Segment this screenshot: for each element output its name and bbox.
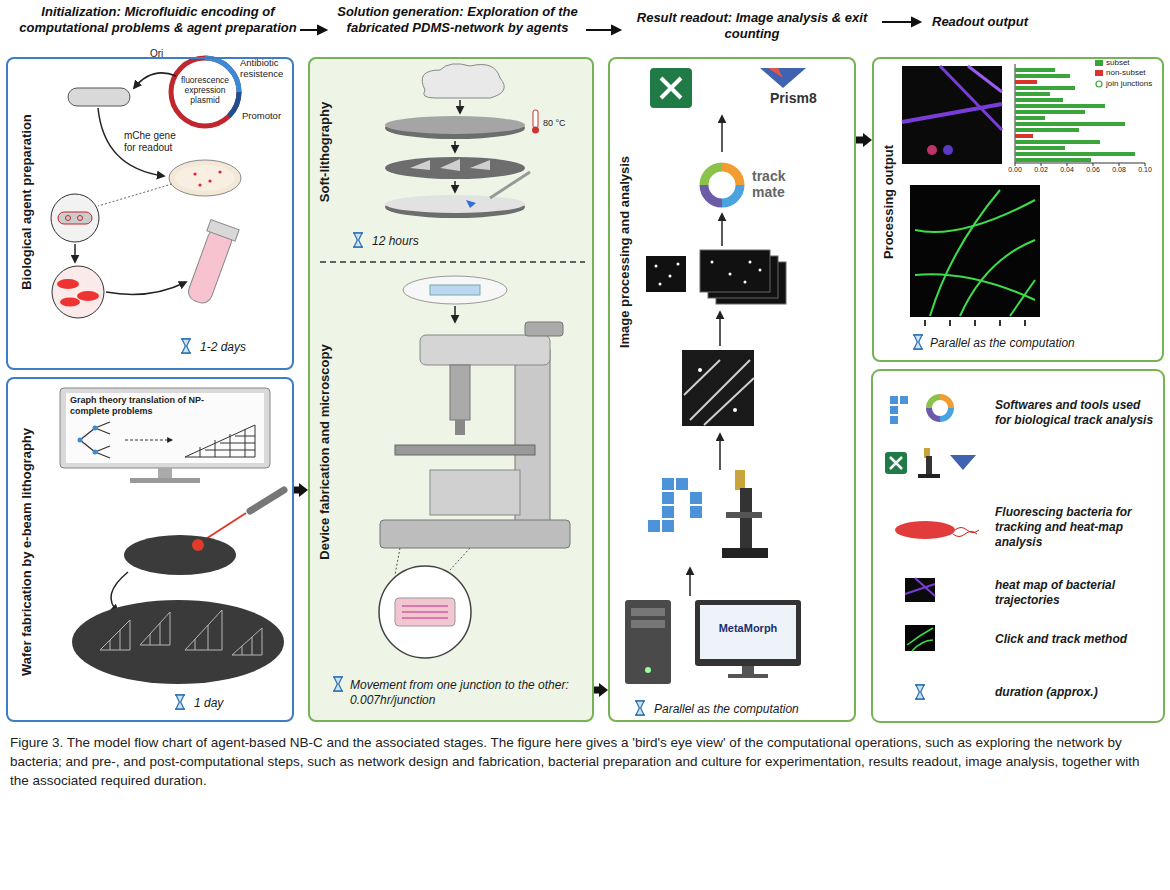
software-logo: track mate [752, 168, 804, 200]
legend-swatch [1095, 70, 1103, 76]
software-logo: MetaMorph [701, 622, 795, 634]
plasmid-part: Ori [150, 48, 174, 60]
legend-text: Fluorescing bacteria for tracking and he… [995, 505, 1155, 550]
soft-lithography-illustration [320, 64, 585, 658]
axis-tick: 0.00 [1003, 166, 1027, 173]
stage-heading: Result readout: Image analysis & exit co… [632, 10, 872, 41]
panel-heading: Image processing and analysis [617, 156, 632, 348]
hourglass-icons [175, 233, 925, 715]
software-illustration [625, 68, 806, 684]
panel-box: Biological agent preparation 1-2 days [6, 57, 294, 370]
axis-tick: 0.06 [1081, 166, 1105, 173]
axis-tick: 0.08 [1107, 166, 1131, 173]
legend-text: join junctions [1106, 79, 1152, 88]
legend-text: duration (approx.) [995, 685, 1155, 700]
software-logo: Prism8 [770, 90, 840, 106]
legend-text: non-subset [1106, 68, 1146, 77]
gene-label: mChe gene for readout [124, 130, 186, 153]
stage-heading: Readout output [932, 14, 1092, 30]
flow-arrow [294, 483, 308, 497]
axis-tick: 0.10 [1133, 166, 1157, 173]
panel-heading: Device fabrication and microscopy [317, 344, 332, 559]
panel-heading: Wafer fabrication by e-beam lithography [19, 428, 34, 676]
legend-swatch [1095, 60, 1103, 66]
legend-text: Click and track method [995, 632, 1155, 647]
axis-tick: 0.04 [1055, 166, 1079, 173]
stage-heading: Solution generation: Exploration of the … [335, 4, 580, 35]
duration-note: 1 day [194, 696, 284, 711]
panel-box: Soft-lithography 12 hoursDevice fabricati… [308, 57, 594, 722]
plasmid-part: Antibiotic resistence [240, 58, 294, 80]
panel-box: Processing outputParallel as the computa… [872, 57, 1164, 362]
panel-fill [308, 57, 1164, 722]
legend-text: heat map of bacterial trajectories [995, 578, 1155, 608]
legend-text: Softwares and tools used for biological … [995, 398, 1155, 428]
panel-heading: Processing output [881, 145, 896, 259]
duration-note: Movement from one junction to the other:… [350, 678, 582, 708]
panel-box: Wafer fabrication by e-beam lithography 1… [6, 377, 294, 722]
duration-note: 12 hours [372, 234, 492, 249]
plasmid-name: fluorescence expression plasmid [175, 76, 235, 105]
flow-arrow [594, 683, 608, 697]
axis-tick: 0.02 [1029, 166, 1053, 173]
plasmid-and-bacteria [51, 58, 241, 318]
key-icons [885, 396, 979, 651]
panel-heading: Biological agent preparation [19, 114, 34, 290]
flow-arrow [856, 133, 872, 147]
legend-text: subset [1106, 58, 1130, 67]
figure-caption: Figure 3. The model flow chart of agent-… [10, 734, 1160, 791]
duration-note: Parallel as the computation [654, 702, 849, 717]
screen-text: Graph theory translation of NP-complete … [70, 395, 240, 417]
temperature: 80 °C [543, 118, 588, 128]
plasmid-part: Promotor [242, 110, 292, 121]
readout-charts [902, 64, 1145, 326]
stage-heading: Initialization: Microfluidic encoding of… [13, 4, 303, 35]
duration-note: Parallel as the computation [930, 336, 1150, 351]
duration-note: 1-2 days [200, 340, 290, 355]
lithography-illustration [60, 388, 284, 684]
panel-heading: Soft-lithography [317, 102, 332, 202]
